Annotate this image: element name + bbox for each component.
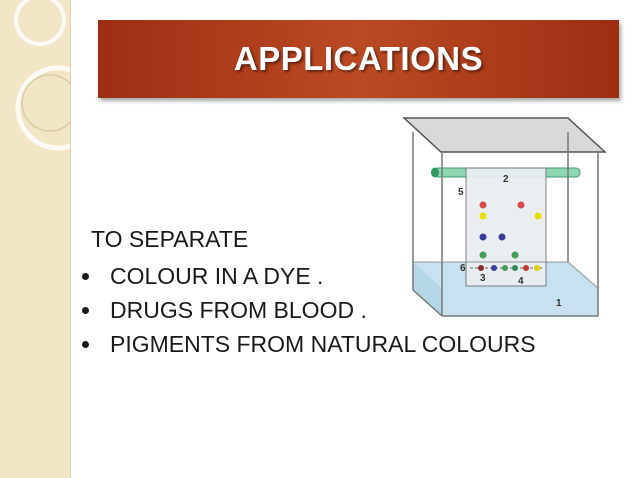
spot bbox=[491, 265, 497, 271]
label-5: 5 bbox=[458, 187, 464, 198]
spot bbox=[478, 265, 484, 271]
spot bbox=[517, 201, 525, 209]
bullet-item: PIGMENTS FROM NATURAL COLOURS bbox=[80, 327, 536, 361]
rod-end bbox=[431, 167, 439, 178]
spot bbox=[534, 212, 542, 220]
bullet-item: DRUGS FROM BLOOD . bbox=[80, 293, 536, 327]
spot bbox=[523, 265, 529, 271]
spot bbox=[502, 265, 508, 271]
decorative-circles bbox=[14, 0, 70, 151]
label-4: 4 bbox=[518, 276, 524, 287]
bullet-item: COLOUR IN A DYE . bbox=[80, 259, 536, 293]
title-banner: APPLICATIONS bbox=[98, 20, 619, 98]
spot bbox=[512, 265, 518, 271]
solvent-front bbox=[442, 288, 598, 316]
spot bbox=[534, 265, 540, 271]
solvent-side bbox=[413, 262, 442, 316]
slide-title: APPLICATIONS bbox=[233, 40, 484, 77]
tank-glass bbox=[412, 132, 599, 317]
label-1: 1 bbox=[556, 298, 562, 309]
spot bbox=[479, 201, 487, 209]
tank-lid bbox=[402, 117, 607, 153]
intro-text: TO SEPARATE bbox=[91, 226, 249, 252]
label-3: 3 bbox=[480, 273, 486, 284]
spot bbox=[498, 233, 506, 241]
chromatography-diagram: 2 5 6 3 4 1 bbox=[402, 117, 607, 317]
bullet-list: COLOUR IN A DYE . DRUGS FROM BLOOD . PIG… bbox=[80, 259, 536, 361]
decorative-side-band bbox=[0, 0, 71, 478]
spot bbox=[479, 212, 487, 220]
spot bbox=[479, 233, 487, 241]
label-6: 6 bbox=[460, 263, 466, 274]
spot bbox=[479, 251, 487, 259]
spot bbox=[511, 251, 519, 259]
label-2: 2 bbox=[503, 174, 509, 185]
